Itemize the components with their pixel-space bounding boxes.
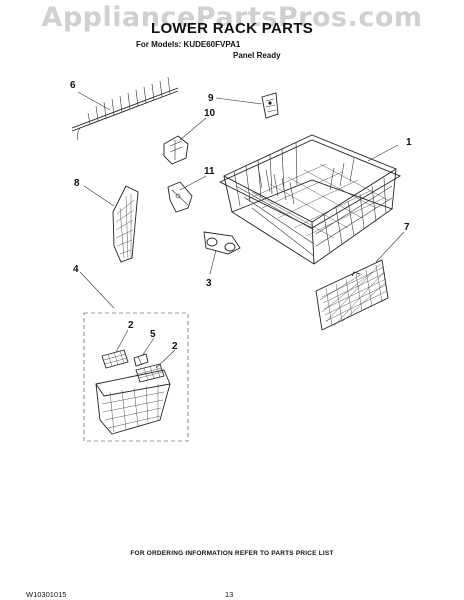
document-id: W10301015 [26,590,67,599]
callout-9: 9 [208,93,214,104]
part-8-silverware-pocket [112,185,139,263]
part-10-bracket [163,135,189,165]
part-11-hinge [167,181,193,213]
part-4-group-box [83,312,189,442]
callout-10: 10 [204,108,216,119]
part-5-small-clip [133,353,149,367]
part-2-basket-lid-left [101,349,129,369]
page-title: LOWER RACK PARTS [150,20,313,37]
callout-5: 5 [150,329,156,340]
part-9-clip [261,92,279,119]
panel-line: Panel Ready [233,51,281,60]
watermark-text: AppliancePartsPros.com [41,2,423,33]
ordering-note: FOR ORDERING INFORMATION REFER TO PARTS … [130,550,334,557]
callout-6: 6 [70,80,76,91]
callout-2-right: 2 [172,341,178,352]
models-line: For Models: KUDE60FVPA1 [136,40,241,49]
callout-2-left: 2 [128,320,134,331]
part-7-mesh-panel [315,259,389,331]
callout-7: 7 [404,222,410,233]
callout-4: 4 [73,264,79,275]
callout-1: 1 [406,137,412,148]
callout-3: 3 [206,278,212,289]
part-3-wheel-assembly [203,231,241,255]
callout-8: 8 [74,178,80,189]
callout-11: 11 [204,166,215,177]
page-number: 13 [225,590,234,599]
part-6-tine-row [71,76,179,141]
part-4-silverware-basket [95,369,171,435]
part-1-lower-rack [218,134,402,265]
